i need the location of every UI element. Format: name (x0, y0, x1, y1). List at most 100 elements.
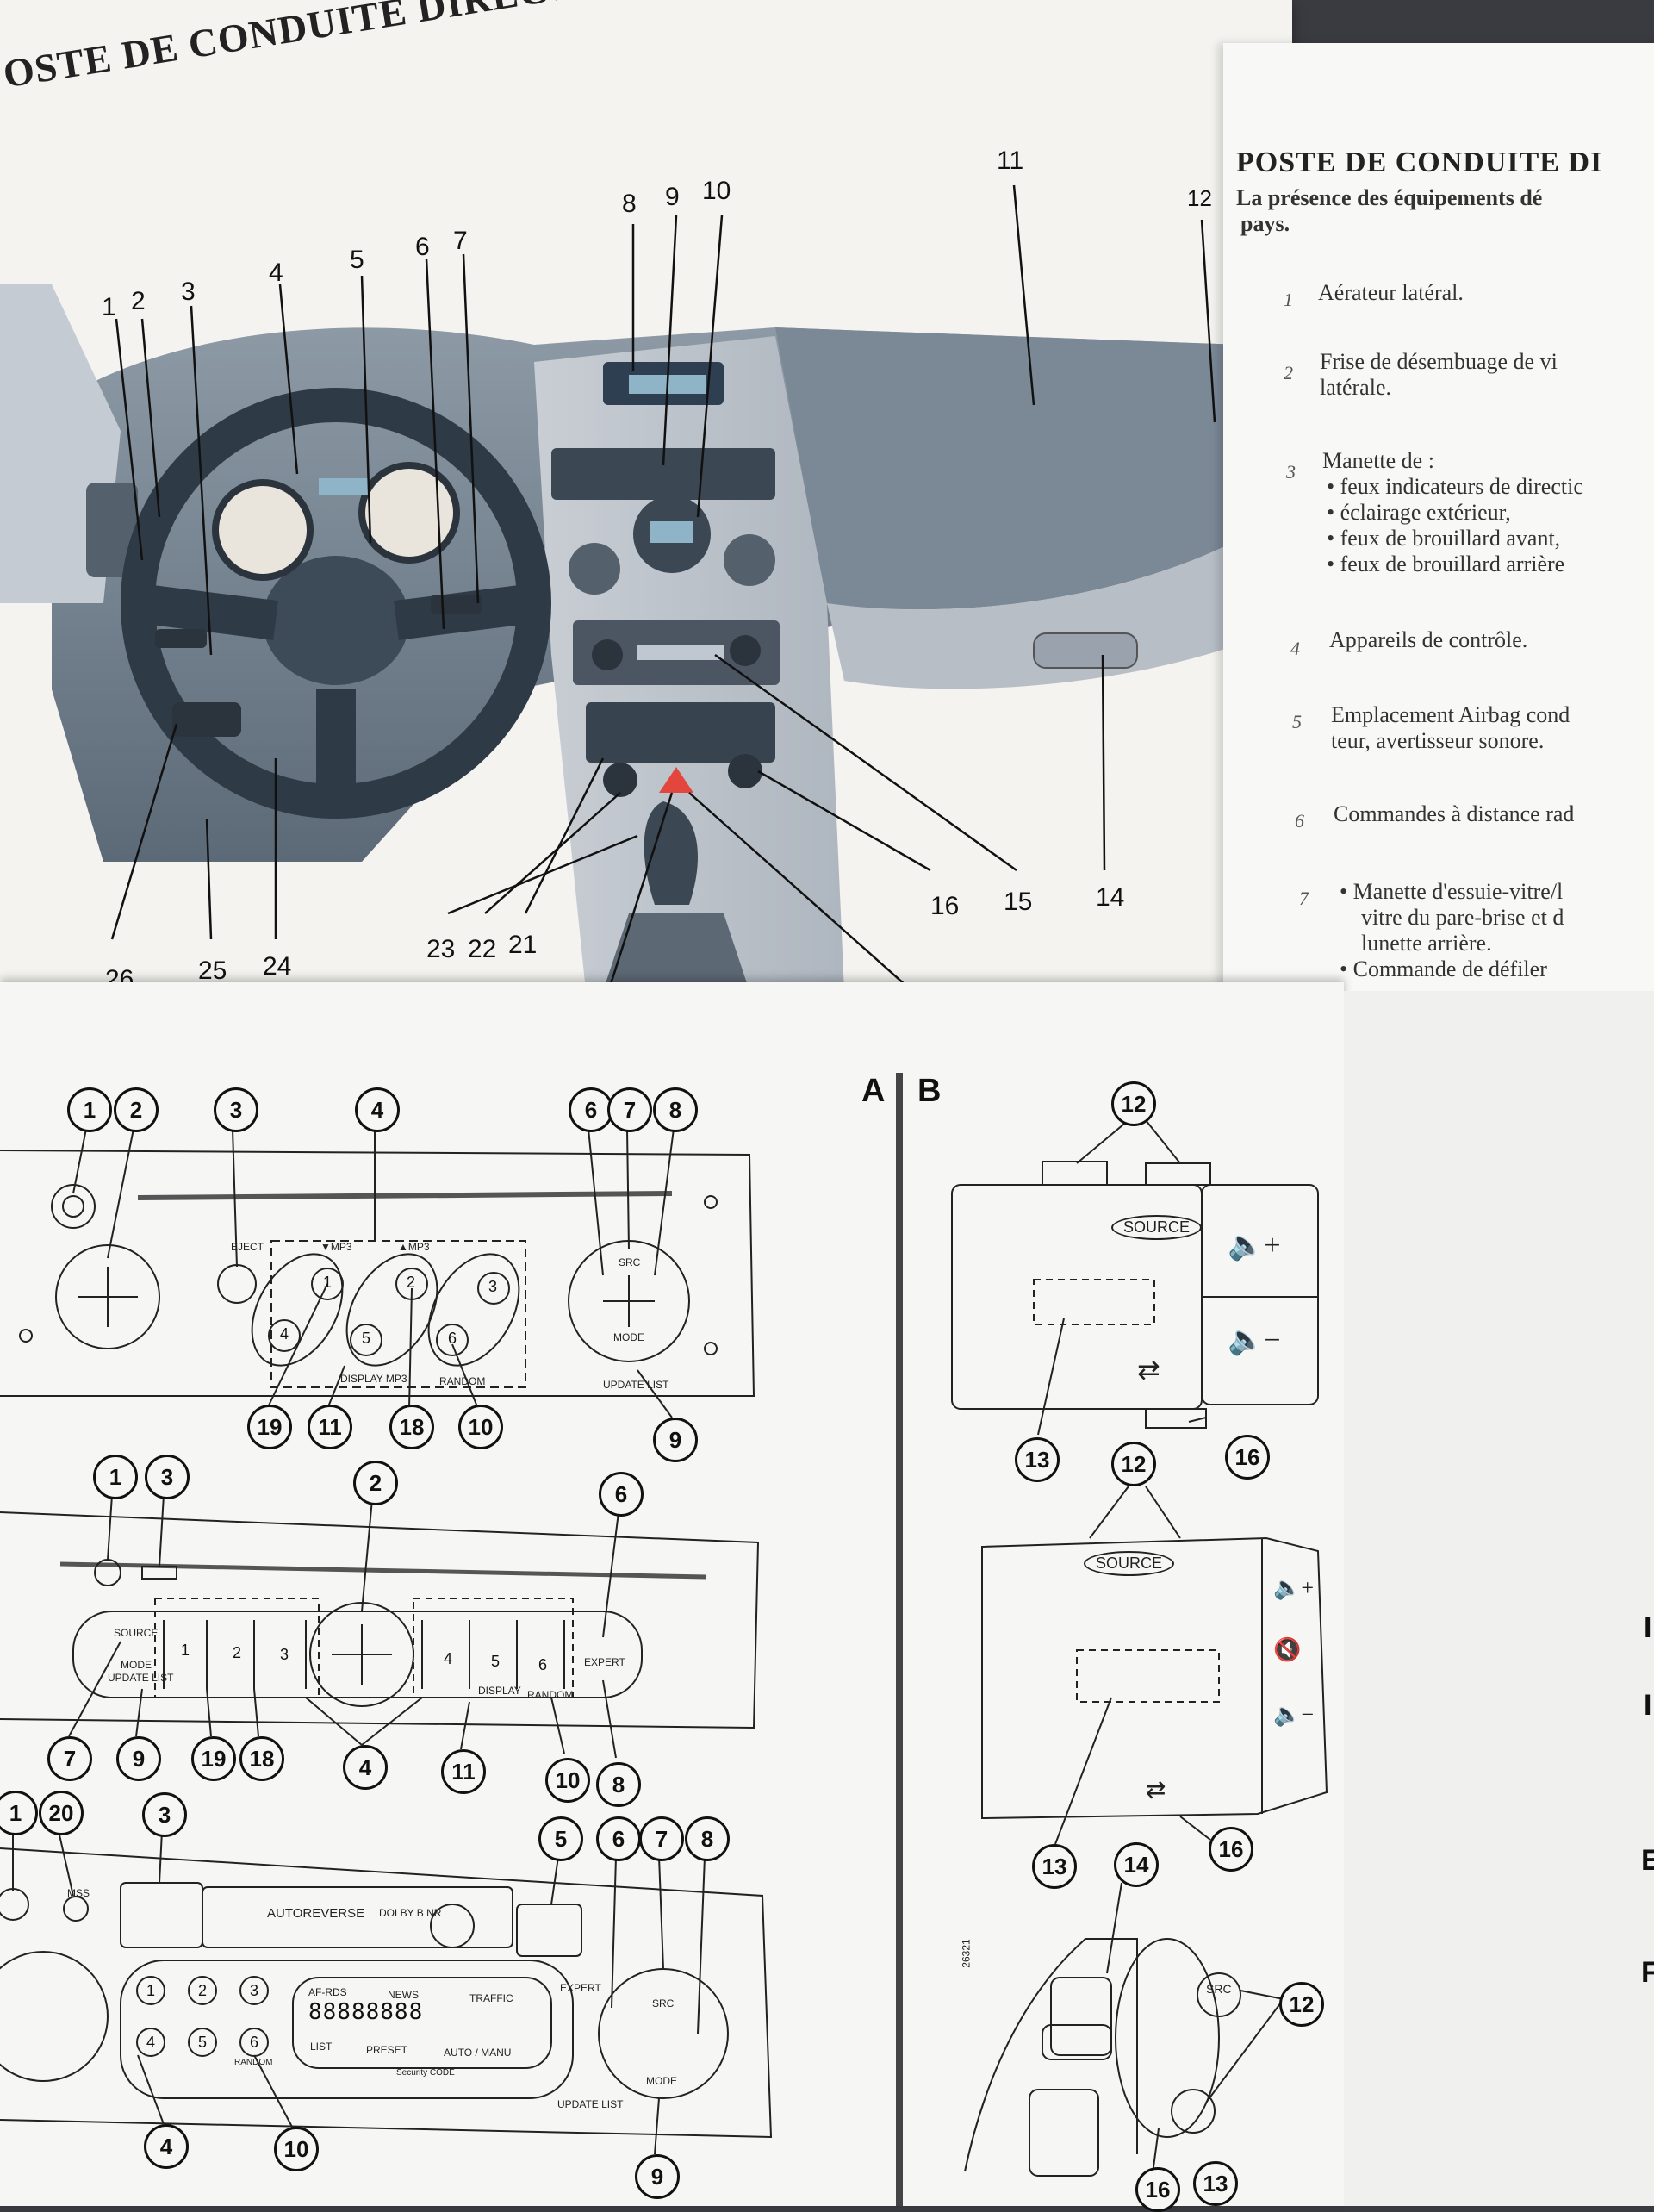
mode-label: MODE (613, 1331, 644, 1343)
callout-22: 22 (468, 935, 497, 963)
legend-item-num: 4 (1290, 638, 1300, 659)
callout-9: 9 (116, 1736, 161, 1781)
legend-item-text: Aérateur latéral. (1318, 280, 1464, 305)
dolby-label: DOLBY B NR (379, 1907, 442, 1919)
callout-5: 5 (538, 1816, 583, 1861)
preset-label: PRESET (366, 2044, 408, 2056)
seek-icon: ⇄ (1146, 1777, 1166, 1804)
legend-item-num: 2 (1284, 362, 1293, 383)
autoreverse-label: AUTOREVERSE (267, 1906, 365, 1921)
callout-2: 2 (353, 1461, 398, 1505)
legend-intro: La présence des équipements dé (1236, 185, 1543, 210)
radio-drawings (0, 1119, 1328, 2194)
callout-14: 14 (1114, 1842, 1159, 1887)
legend-item-text: lunette arrière. (1361, 931, 1492, 956)
preset-4: 4 (444, 1650, 453, 1667)
random-label: RANDOM (439, 1375, 486, 1387)
callout-11: 11 (308, 1405, 352, 1449)
callout-18: 18 (239, 1736, 284, 1781)
list-label: LIST (310, 2041, 333, 2053)
callout-11: 11 (997, 146, 1024, 175)
preset-2: 2 (233, 1644, 242, 1661)
callout-7: 7 (607, 1087, 652, 1132)
legend-item-num: 6 (1295, 810, 1304, 832)
callout-8: 8 (622, 190, 637, 218)
seek-icon: ⇄ (1137, 1354, 1160, 1385)
legend-title: POSTE DE CONDUITE DI (1236, 146, 1603, 178)
news-label: NEWS (388, 1989, 419, 2001)
preset-2: 2 (407, 1274, 416, 1291)
source-button-label: SOURCE (1111, 1215, 1203, 1240)
callout-7: 7 (47, 1736, 92, 1781)
callout-4: 4 (269, 259, 283, 287)
src-label: SRC (619, 1256, 641, 1268)
legend-item-text: vitre du pare-brise et d (1361, 905, 1564, 930)
callout-4: 4 (144, 2124, 189, 2169)
section-divider (896, 1073, 903, 2206)
legend-item-text: • feux de brouillard avant, (1327, 526, 1561, 551)
preset-1: 1 (181, 1642, 190, 1659)
callout-1: 1 (0, 1791, 38, 1835)
preset-3: 3 (250, 1982, 259, 1999)
edge-letter: F (1641, 1956, 1654, 1989)
callout-16: 16 (1209, 1827, 1253, 1872)
callout-13: 13 (1015, 1437, 1060, 1482)
display-digits: 88888888 (308, 1999, 424, 2025)
callout-10: 10 (545, 1758, 590, 1803)
display-label: DISPLAY (478, 1685, 521, 1697)
volume-up-icon: 🔈+ (1228, 1230, 1281, 1262)
edge-letter: I (1644, 1689, 1652, 1722)
display-mp3-label: DISPLAY MP3 (340, 1373, 407, 1385)
preset-3: 3 (280, 1646, 289, 1663)
legend-intro-2: pays. (1240, 211, 1290, 236)
callout-1: 1 (102, 293, 116, 321)
mss-label: MSS (67, 1887, 90, 1899)
preset-5: 5 (491, 1653, 501, 1670)
update-list-label: UPDATE LIST (557, 2098, 624, 2110)
legend-item-text: • éclairage extérieur, (1327, 500, 1511, 525)
af-rds-label: AF-RDS (308, 1986, 347, 1998)
legend-item-num: 5 (1292, 711, 1302, 732)
preset-6: 6 (538, 1656, 548, 1673)
callout-16: 16 (930, 892, 960, 920)
random-label: RANDOM (527, 1689, 574, 1701)
callout-3: 3 (142, 1792, 187, 1837)
source-button-label: SOURCE (1084, 1551, 1175, 1576)
callout-7: 7 (639, 1816, 684, 1861)
legend-item-text: Emplacement Airbag cond (1331, 702, 1570, 727)
dashboard-illustration (0, 184, 1258, 1009)
callout-12: 12 (1279, 1982, 1324, 2027)
expert-label: EXPERT (560, 1982, 601, 1994)
legend-item-num: 7 (1299, 888, 1309, 909)
callout-18: 18 (389, 1405, 434, 1449)
callout-4: 4 (355, 1087, 400, 1132)
volume-up-icon: 🔈+ (1273, 1575, 1315, 1600)
update-list-label: UPDATE LIST (603, 1379, 669, 1391)
volume-down-icon: 🔈− (1273, 1702, 1315, 1727)
mp3-up-label: ▲MP3 (398, 1241, 430, 1253)
callout-9: 9 (665, 183, 680, 211)
edge-letter: E (1641, 1844, 1654, 1877)
mute-icon: 🔇 (1273, 1637, 1302, 1662)
callout-12: 12 (1111, 1442, 1156, 1486)
callout-3: 3 (145, 1455, 190, 1499)
callout-7: 7 (453, 227, 468, 255)
mode-label: MODE (121, 1659, 152, 1671)
callout-12: 12 (1187, 185, 1212, 211)
callout-15: 15 (1004, 888, 1033, 916)
legend-page (1223, 43, 1654, 1017)
callout-10: 10 (274, 2127, 319, 2171)
callout-10: 10 (458, 1405, 503, 1449)
callout-5: 5 (350, 246, 364, 274)
section-a-label: A (861, 1073, 886, 1109)
callout-20: 20 (39, 1791, 84, 1835)
legend-item-text: latérale. (1320, 375, 1391, 400)
callout-3: 3 (214, 1087, 258, 1132)
callout-12: 12 (1111, 1081, 1156, 1126)
preset-1: 1 (323, 1274, 333, 1291)
callout-10: 10 (702, 177, 731, 205)
preset-5: 5 (362, 1330, 371, 1347)
callout-6: 6 (599, 1472, 644, 1517)
preset-3: 3 (488, 1278, 498, 1295)
callout-2: 2 (131, 287, 146, 315)
